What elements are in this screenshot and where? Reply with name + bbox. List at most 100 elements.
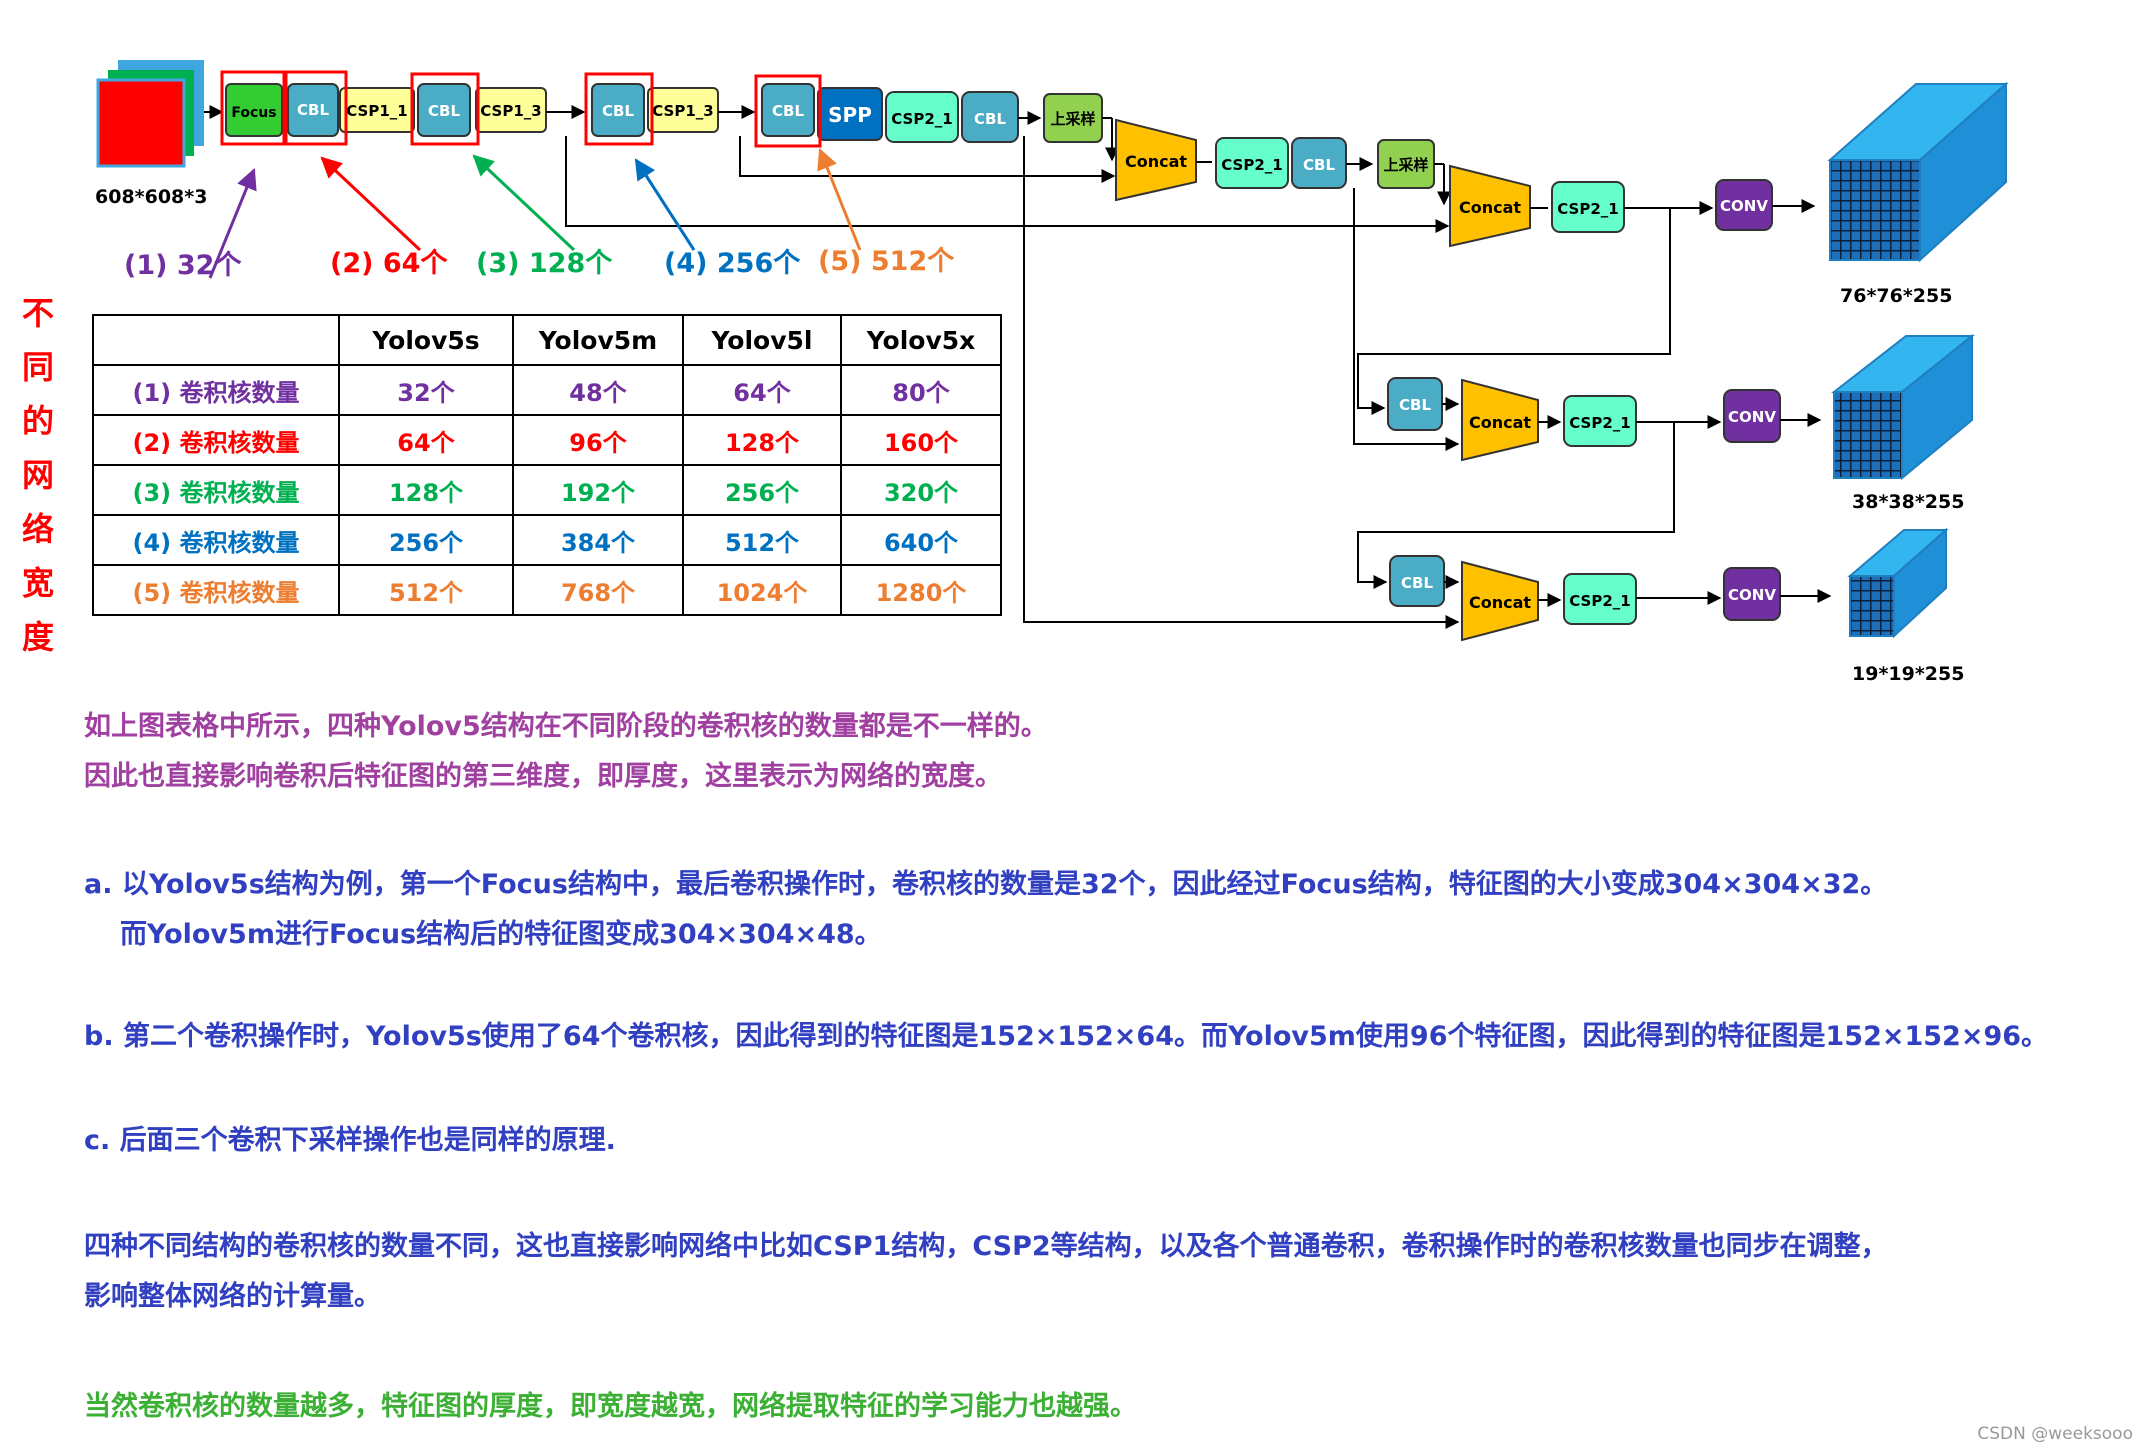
side-title-char: 络 xyxy=(21,510,54,548)
table-row-label: (2) 卷积核数量 xyxy=(92,414,340,466)
table-cell: 192个 xyxy=(512,464,684,516)
side-title-char: 同 xyxy=(21,348,54,386)
output-size-19: 19*19*255 xyxy=(1852,663,1964,685)
output-cube-19 xyxy=(1847,527,1949,639)
table-cell: 640个 xyxy=(840,514,1002,566)
side-title-char: 网 xyxy=(21,456,54,494)
output-size-76: 76*76*255 xyxy=(1840,285,1952,307)
cbl-label-4: CBL xyxy=(772,102,804,120)
concat-block-2 xyxy=(1449,164,1531,248)
point-a-line-2: 而Yolov5m进行Focus结构后的特征图变成304×304×48。 xyxy=(120,919,882,950)
intro-paragraph-2: 因此也直接影响卷积后特征图的第三维度，即厚度，这里表示为网络的宽度。 xyxy=(84,761,1002,792)
csp1-1-label: CSP1_1 xyxy=(346,102,407,120)
output-cube-38 xyxy=(1831,333,1975,481)
table-row-label: (1) 卷积核数量 xyxy=(92,364,340,416)
stage-label-1: (1) 32个 xyxy=(124,250,242,281)
table-row-label: (3) 卷积核数量 xyxy=(92,464,340,516)
input-size-label: 608*608*3 xyxy=(95,186,207,208)
table-row: (3) 卷积核数量 128个 192个 256个 320个 xyxy=(92,464,1002,516)
table-cell: 256个 xyxy=(682,464,842,516)
stage-label-5: (5) 512个 xyxy=(818,246,955,277)
table-cell: 320个 xyxy=(840,464,1002,516)
cbl-label-1: CBL xyxy=(297,101,329,119)
csp2-1-label-4: CSP2_1 xyxy=(1569,414,1630,432)
conv-label-1: CONV xyxy=(1720,197,1768,215)
focus-label: Focus xyxy=(231,105,276,121)
stage-label-3: (3) 128个 xyxy=(476,248,613,279)
table-cell: 1280个 xyxy=(840,564,1002,616)
output-size-38: 38*38*255 xyxy=(1852,491,1964,513)
cbl-block-1 xyxy=(287,83,339,137)
table-cell: 96个 xyxy=(512,414,684,466)
table-row: (1) 卷积核数量 32个 48个 64个 80个 xyxy=(92,364,1002,416)
table-cell: 1024个 xyxy=(682,564,842,616)
highlight-boxes xyxy=(220,70,822,148)
csp2-1-label-2: CSP2_1 xyxy=(1221,156,1282,174)
csp1-3-label-2: CSP1_3 xyxy=(652,102,713,120)
table-header-cell: Yolov5s xyxy=(338,314,514,366)
table-cell: 64个 xyxy=(682,364,842,416)
table-cell: 128个 xyxy=(338,464,514,516)
conv-label-2: CONV xyxy=(1728,408,1776,426)
table-header-cell xyxy=(92,314,340,366)
table-cell: 384个 xyxy=(512,514,684,566)
upsample-label-1: 上采样 xyxy=(1050,110,1095,128)
point-b: b. 第二个卷积操作时，Yolov5s使用了64个卷积核，因此得到的特征图是15… xyxy=(84,1021,2049,1052)
cbl-block-3 xyxy=(591,83,645,137)
csp2-1-label-3: CSP2_1 xyxy=(1557,200,1618,218)
csp2-1-label-1: CSP2_1 xyxy=(891,110,952,128)
input-image-icon xyxy=(96,60,204,168)
cbl-block-4 xyxy=(761,83,815,137)
cbl-label-6: CBL xyxy=(1303,156,1335,174)
table-cell: 160个 xyxy=(840,414,1002,466)
side-title-char: 宽 xyxy=(21,564,54,602)
stage-label-4: (4) 256个 xyxy=(664,248,801,279)
table-cell: 256个 xyxy=(338,514,514,566)
table-cell: 48个 xyxy=(512,364,684,416)
table-cell: 64个 xyxy=(338,414,514,466)
conv-block-2 xyxy=(1723,389,1781,443)
table-row-label: (5) 卷积核数量 xyxy=(92,564,340,616)
concat-label-2: Concat xyxy=(1459,198,1521,217)
csp1-3-block-1 xyxy=(475,87,547,133)
spp-label: SPP xyxy=(828,103,872,127)
table-cell: 768个 xyxy=(512,564,684,616)
cbl-label-7: CBL xyxy=(1399,396,1431,414)
stage-label-2: (2) 64个 xyxy=(330,248,448,279)
watermark-credit: CSDN @weeksooo xyxy=(1977,1424,2133,1444)
table-row: (4) 卷积核数量 256个 384个 512个 640个 xyxy=(92,514,1002,566)
side-title: 不 同 的 网 络 宽 度 xyxy=(18,286,58,664)
width-comparison-table: Yolov5s Yolov5m Yolov5l Yolov5x (1) 卷积核数… xyxy=(92,314,1002,616)
point-a-line-1: a. 以Yolov5s结构为例，第一个Focus结构中，最后卷积操作时，卷积核的… xyxy=(84,869,1888,900)
side-title-char: 不 xyxy=(21,294,54,332)
spp-block xyxy=(817,87,883,141)
focus-block xyxy=(225,83,283,137)
table-header-row: Yolov5s Yolov5m Yolov5l Yolov5x xyxy=(92,314,1002,366)
concat-block-4 xyxy=(1461,560,1539,642)
concat-label-1: Concat xyxy=(1125,152,1187,171)
csp2-1-block-1 xyxy=(885,91,959,143)
cbl-label-8: CBL xyxy=(1401,574,1433,592)
conv-label-3: CONV xyxy=(1728,586,1776,604)
csp1-1-block xyxy=(339,87,415,133)
table-header-cell: Yolov5m xyxy=(512,314,684,366)
cbl-label-3: CBL xyxy=(602,102,634,120)
upsample-label-2: 上采样 xyxy=(1383,156,1428,174)
csp1-3-block-2 xyxy=(647,87,719,133)
table-header-cell: Yolov5l xyxy=(682,314,842,366)
cbl-label-2: CBL xyxy=(428,102,460,120)
table-cell: 512个 xyxy=(338,564,514,616)
concat-label-3: Concat xyxy=(1469,413,1531,432)
side-title-char: 度 xyxy=(21,618,54,656)
table-cell: 128个 xyxy=(682,414,842,466)
concat-label-4: Concat xyxy=(1469,593,1531,612)
output-cube-76 xyxy=(1827,81,2009,263)
conclusion: 当然卷积核的数量越多，特征图的厚度，即宽度越宽，网络提取特征的学习能力也越强。 xyxy=(84,1391,1137,1422)
table-row: (2) 卷积核数量 64个 96个 128个 160个 xyxy=(92,414,1002,466)
table-row: (5) 卷积核数量 512个 768个 1024个 1280个 xyxy=(92,564,1002,616)
table-cell: 80个 xyxy=(840,364,1002,416)
csp2-1-block-2 xyxy=(1215,137,1289,189)
table-header-cell: Yolov5x xyxy=(840,314,1002,366)
summary-line-1: 四种不同结构的卷积核的数量不同，这也直接影响网络中比如CSP1结构，CSP2等结… xyxy=(84,1231,1888,1262)
